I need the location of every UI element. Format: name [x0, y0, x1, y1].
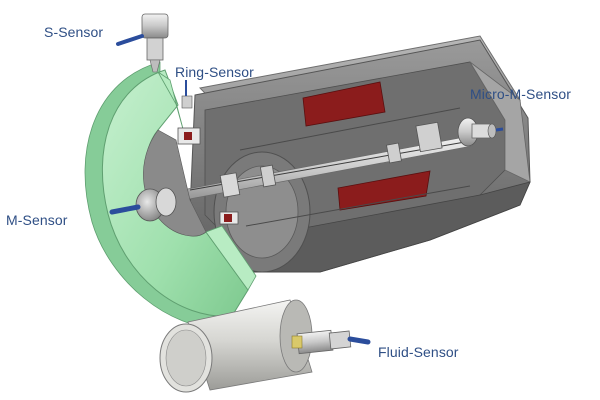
- fluid-sensor-part: [159, 299, 371, 393]
- s-sensor-label: S-Sensor: [44, 24, 104, 40]
- ring-sensor-part: [177, 80, 239, 225]
- hub-assembly: [109, 187, 177, 222]
- motor-coils: [302, 81, 431, 211]
- s-sensor-part: [116, 13, 169, 73]
- fluid-sensor-label: Fluid-Sensor: [378, 344, 459, 360]
- micro-m-sensor-part: [457, 117, 504, 147]
- micro-m-sensor-label: Micro-M-Sensor: [470, 86, 571, 102]
- ring-sensor-label: Ring-Sensor: [175, 64, 254, 80]
- m-sensor-label: M-Sensor: [6, 212, 68, 228]
